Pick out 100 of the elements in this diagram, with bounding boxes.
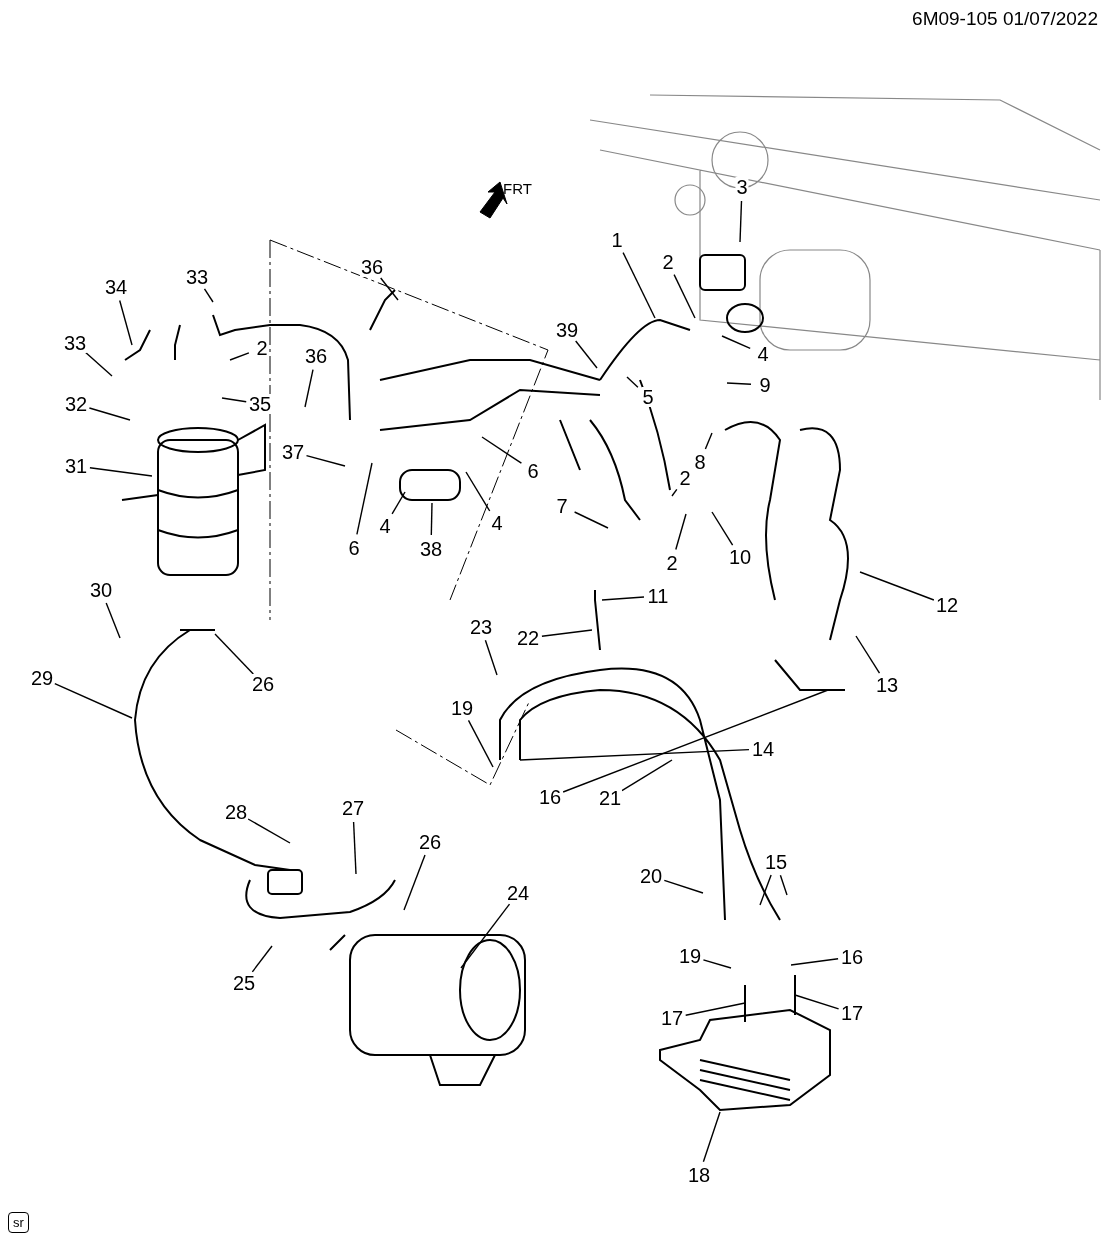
leader-line [759,874,772,906]
leader-line [203,288,214,303]
leader-line [779,874,788,896]
leader-line [304,369,314,408]
leader-line [601,596,645,601]
leader-line [84,351,113,377]
leader-line [673,273,696,319]
leader-line [251,945,273,973]
callout-number: 7 [555,496,569,516]
callout-number: 22 [515,628,541,648]
callout-number: 33 [62,333,88,353]
leader-line [855,635,881,674]
callout-number: 13 [874,675,900,695]
callout-number: 34 [103,277,129,297]
leader-line [105,602,121,639]
callout-number: 35 [247,394,273,414]
callout-number: 20 [638,866,664,886]
callout-number: 4 [756,344,770,364]
callout-number: 30 [88,580,114,600]
callout-number: 31 [63,456,89,476]
callout-number: 2 [255,338,269,358]
leader-line [89,467,153,477]
callout-number: 6 [526,461,540,481]
callout-number: 38 [418,539,444,559]
leader-line [704,432,713,450]
callout-number: 37 [280,442,306,462]
callout-number: 26 [417,832,443,852]
leader-line [465,471,491,512]
leader-line [739,200,743,243]
leader-line [541,629,593,637]
callout-number: 23 [468,617,494,637]
callout-number: 18 [686,1165,712,1185]
leader-line [573,511,609,529]
leader-line [663,879,704,894]
leader-line [481,436,523,464]
callout-number: 16 [537,787,563,807]
leader-line [247,818,291,844]
callout-number: 24 [505,883,531,903]
leader-line [119,299,133,346]
callout-number: 17 [659,1008,685,1028]
leader-line [859,571,935,601]
leader-line [622,251,656,319]
callout-number: 25 [231,973,257,993]
callout-number: 2 [665,553,679,573]
leader-line [562,689,829,793]
callout-number: 21 [597,788,623,808]
callout-number: 36 [303,346,329,366]
leader-line [467,719,494,768]
callout-number: 12 [934,595,960,615]
direction-label: FRT [503,180,532,197]
leader-line [671,488,678,497]
callout-number: 29 [29,668,55,688]
leader-line [391,491,406,515]
leader-line [675,513,687,551]
leader-line [229,352,250,361]
callout-number: 15 [763,852,789,872]
leader-line [726,382,752,385]
callout-number: 4 [490,513,504,533]
callout-number: 39 [554,320,580,340]
callout-number: 5 [641,387,655,407]
leader-line [621,759,673,792]
leader-line [430,502,433,536]
callout-number: 11 [646,586,670,606]
leader-line [575,340,598,369]
callout-number: 16 [839,947,865,967]
leader-line [88,407,131,421]
callout-number: 32 [63,394,89,414]
callout-number: 2 [678,468,692,488]
callout-number: 2 [661,252,675,272]
leader-line [702,959,732,969]
leader-line [380,277,399,301]
leader-line [54,683,133,719]
leader-line [721,335,751,350]
leader-line [794,994,840,1010]
leader-line [352,821,357,875]
callout-number: 26 [250,674,276,694]
leader-line [460,903,511,969]
leader-line [356,462,373,535]
callout-number: 10 [727,547,753,567]
leader-line [711,511,734,546]
leader-line [790,958,839,966]
callout-number: 8 [693,452,707,472]
leader-line [702,1111,721,1163]
callout-number: 28 [223,802,249,822]
leader-line [519,748,750,761]
callout-number: 4 [378,516,392,536]
leader-line [221,397,247,403]
callout-number: 6 [347,538,361,558]
leader-line [626,376,639,388]
leader-line [484,639,498,676]
leader-line [214,633,254,675]
callout-number: 1 [610,230,624,250]
callout-number: 27 [340,798,366,818]
callout-number: 19 [677,946,703,966]
leader-line [403,854,426,911]
callout-number: 17 [839,1003,865,1023]
leader-line [305,454,346,467]
callout-number: 9 [758,375,772,395]
leader-line [685,1002,746,1016]
corner-mark: sr [8,1212,29,1233]
